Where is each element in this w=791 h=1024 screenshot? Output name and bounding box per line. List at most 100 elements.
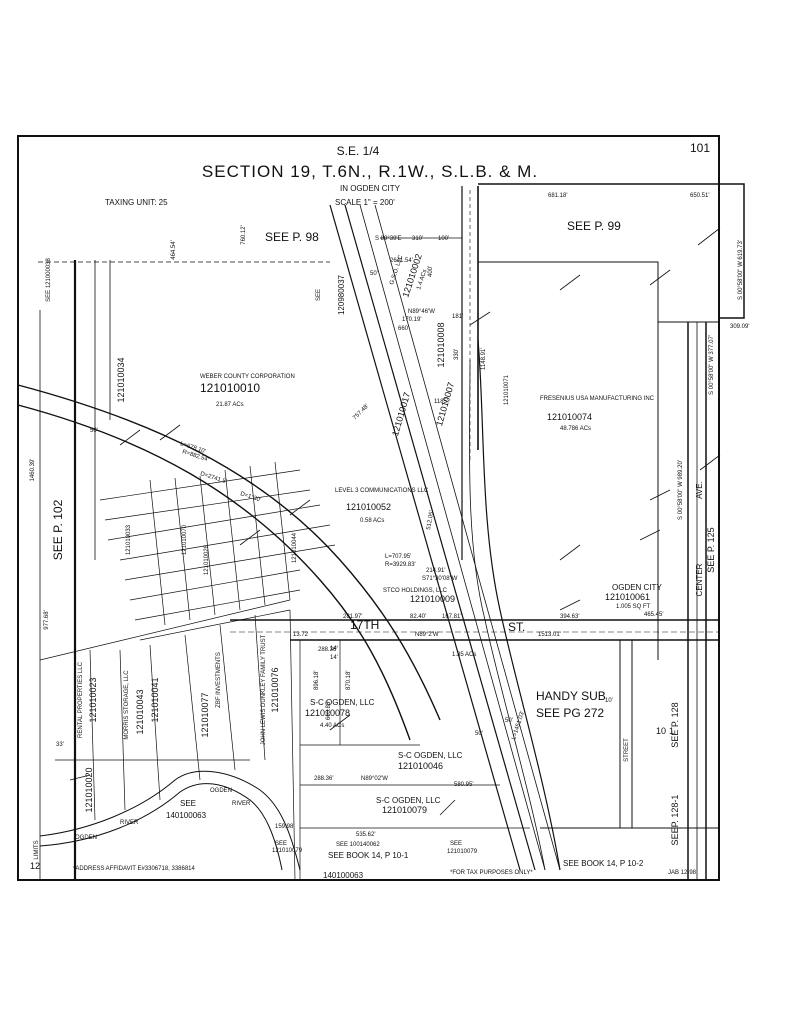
owner-weber-county: WEBER COUNTY CORPORATION xyxy=(200,374,295,380)
ref-121010079b: 121010079 xyxy=(447,849,478,855)
dim-14a: 14' xyxy=(330,646,338,652)
owner-dunkley: JOHN LEWIS DUNKLEY FAMILY TRUST xyxy=(261,634,267,745)
ref-140100063-bottom: 140100063 xyxy=(323,871,364,880)
ref-see-label-140100063: SEE xyxy=(180,799,196,808)
ref-see-p102: SEE P. 102 xyxy=(51,499,65,560)
river-label-river: RIVER xyxy=(120,820,139,826)
dim-100: 100' xyxy=(438,236,449,242)
tax-purposes-note: *FOR TAX PURPOSES ONLY* xyxy=(450,870,533,876)
curved-road-south-edge xyxy=(17,404,411,741)
acres-121010061: 1.005 SQ FT xyxy=(616,604,651,610)
fresenius-boundary xyxy=(478,261,659,660)
east-extension-boundary xyxy=(478,183,745,319)
acres-121010078: 4.40 ACs xyxy=(320,723,344,729)
river-label-ogden-2: OGDEN xyxy=(210,788,232,794)
dim-512: 512.05' xyxy=(426,510,435,530)
dim-13-72: 13.72 xyxy=(293,632,309,638)
bearing-n89-02w: N89°02'W xyxy=(361,776,388,782)
dim-580: 580.95' xyxy=(454,782,474,788)
dim-50a: 50' xyxy=(370,271,378,277)
bearing-s71-30w: S71°30'08"W xyxy=(422,576,458,582)
railroad-diagonal-4 xyxy=(374,204,561,871)
dim-82: 82.40' xyxy=(410,614,426,620)
taxing-unit-label: TAXING UNIT: 25 xyxy=(105,198,168,207)
dim-650: 650.51' xyxy=(690,193,710,199)
handy-sub-label: HANDY SUB xyxy=(536,689,606,703)
dim-330: 330' xyxy=(454,349,460,360)
lot-1: 1 xyxy=(669,726,674,736)
dim-464: 464.54' xyxy=(171,240,177,260)
bearing-n89-2w: N89°2'W xyxy=(415,632,439,638)
parcel-121010061: 121010061 xyxy=(605,592,650,602)
railroad-spur-curve-1 xyxy=(477,339,561,871)
page-number: 101 xyxy=(690,141,710,155)
dim-400: 400' xyxy=(428,266,434,277)
parcel-121010076: 121010076 xyxy=(270,667,280,712)
dim-170: 170.19' xyxy=(402,317,422,323)
owner-fresenius: FRESENIUS USA MANUFACTURING INC xyxy=(540,396,655,402)
railroad-spur-curve-2 xyxy=(469,359,546,871)
ref-see-label-120980037: SEE xyxy=(316,289,322,301)
lot-10: 10 xyxy=(656,726,666,736)
ogden-river-south xyxy=(39,783,283,871)
curved-road-north-edge xyxy=(17,384,441,721)
parcel-121010008: 121010008 xyxy=(436,322,446,367)
parcel-121010041: 121010041 xyxy=(150,677,160,722)
dim-50b: 50' xyxy=(90,428,98,434)
ref-see-label-121010079a: SEE xyxy=(275,841,287,847)
dim-660: 660' xyxy=(398,326,409,332)
dim-977: 977.68' xyxy=(44,610,50,630)
owner-stco: STCO HOLDINGS, LLC xyxy=(383,588,448,594)
dim-L707: L=707.95' xyxy=(385,554,411,560)
ref-see-p125: SEE P. 125 xyxy=(706,527,716,572)
dim-281: 281.97' xyxy=(343,614,363,620)
railroad-diagonal-2 xyxy=(344,204,536,871)
parcel-121010079: 121010079 xyxy=(382,805,427,815)
jab-note: JAB 12-98 xyxy=(668,870,697,876)
dim-181: 181' xyxy=(452,314,463,320)
section-title: SECTION 19, T.6N., R.1W., S.L.B. & M. xyxy=(202,162,538,181)
dim-1185: 1185' xyxy=(434,399,448,405)
map-frame xyxy=(17,135,720,881)
dim-870: 870.18' xyxy=(346,671,352,691)
parcel-121010046: 121010046 xyxy=(398,761,443,771)
reference-ticks xyxy=(69,227,721,816)
dim-377: S 00°58'00" W 377.07' xyxy=(709,335,715,395)
ref-100140062: SEE 100140062 xyxy=(336,842,380,848)
parcel-121010010: 121010010 xyxy=(200,381,260,395)
dim-R3929: R=3929.83' xyxy=(385,562,416,568)
railroad-diagonal-1 xyxy=(329,204,521,871)
bearing-s89-39e: S 89°39'E xyxy=(375,236,402,242)
dim-D1-30: D=1°30' xyxy=(239,491,261,503)
street-label: STREET xyxy=(624,738,630,762)
dim-214: 214.91' xyxy=(426,568,446,574)
ref-121010079a: 121010079 xyxy=(272,848,303,854)
owner-sc-ogden-3: S-C OGDEN, LLC xyxy=(376,796,441,805)
parcel-121010020: 121010020 xyxy=(84,767,94,812)
dim-465: 465.45' xyxy=(644,612,664,618)
dim-1451: L=1451.03' xyxy=(511,711,526,741)
dim-989: S 00°58'00" W 989.20' xyxy=(678,460,684,520)
dim-1513: 1513.01' xyxy=(538,632,561,638)
street-17th: 17TH xyxy=(350,618,379,632)
dim-619: S 00°58'00" W 619.73' xyxy=(738,240,744,300)
parcel-121010077: 121010077 xyxy=(200,692,210,737)
ref-140100063: 140100063 xyxy=(166,811,207,820)
parcel-121010044: 121010044 xyxy=(292,532,298,563)
dim-167: 167.81' xyxy=(442,614,462,620)
scale-label: SCALE 1" = 200' xyxy=(335,198,395,207)
ref-120980037: 120980037 xyxy=(337,274,346,315)
owner-sc-ogden-2: S-C OGDEN, LLC xyxy=(398,751,463,760)
ogden-river-north xyxy=(39,770,301,871)
ref-book-14-p10-1: SEE BOOK 14, P 10-1 xyxy=(328,851,409,860)
dim-757: 757.48' xyxy=(352,403,370,421)
dim-394: 394.63' xyxy=(560,614,580,620)
owner-ogden-city: OGDEN CITY xyxy=(612,583,662,592)
acres-121010009: 1.35 ACs xyxy=(452,652,476,658)
parcel-121010023: 121010023 xyxy=(88,677,98,722)
bearing-n89-46w: N89°46'W xyxy=(408,309,435,315)
owner-sc-ogden-1: S-C OGDEN, LLC xyxy=(310,698,375,707)
dim-50d: 50' xyxy=(505,718,513,724)
dim-159: 159.98' xyxy=(275,824,295,830)
